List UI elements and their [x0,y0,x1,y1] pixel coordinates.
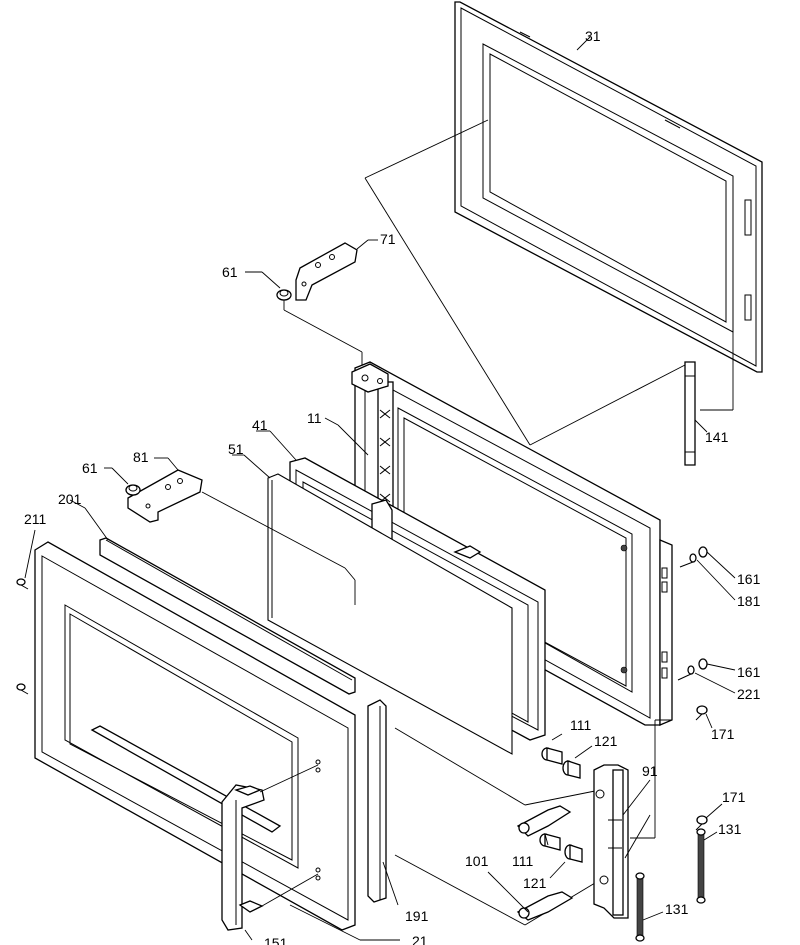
label-61-upper: 61 [222,264,238,280]
label-191: 191 [405,908,429,924]
label-211: 211 [24,511,47,527]
part-161-181-screws-top [679,546,736,601]
label-121-lower: 121 [523,875,547,891]
label-91: 91 [642,763,658,779]
part-171-screws [695,705,723,831]
label-221: 221 [737,686,761,702]
part-61-nut-upper [245,271,363,368]
part-81-hinge-bracket [127,457,203,523]
label-131-lower: 131 [665,901,689,917]
label-181: 181 [737,593,761,609]
part-131-springs [635,828,718,942]
label-171-lower: 171 [722,789,746,805]
leader-lines-front [201,491,672,926]
part-71-hinge-bracket [295,239,378,301]
label-31: 31 [585,28,601,44]
label-71: 71 [380,231,396,247]
part-191-side-strip [367,699,399,906]
part-51-glass-pane [232,454,513,755]
part-121-springs [549,745,593,879]
label-51: 51 [228,441,244,457]
part-211-screws [16,529,36,695]
part-91-latch-assembly [593,764,651,919]
label-41: 41 [252,417,268,433]
label-81: 81 [133,449,149,465]
label-61-lower: 61 [82,460,98,476]
label-201: 201 [58,491,82,507]
label-111-lower: 111 [512,853,533,869]
label-141: 141 [705,429,729,445]
label-11: 11 [307,410,322,426]
callout-labels: 31 71 61 11 41 51 81 61 201 211 141 161 … [24,28,761,945]
label-111-upper: 111 [570,717,591,733]
label-171-upper: 171 [711,726,735,742]
label-161-lower: 161 [737,664,761,680]
label-21: 21 [412,933,428,945]
label-161-upper: 161 [737,571,761,587]
label-101: 101 [465,853,489,869]
leader-lines-rear [364,119,734,446]
part-61-nut-lower [104,467,141,496]
part-161-221-screws-bottom [677,658,736,694]
label-121-upper: 121 [594,733,618,749]
part-201-top-strip [69,499,356,695]
part-111-pins [539,733,563,851]
label-151: 151 [264,935,288,945]
part-31-rear-panel [454,1,763,373]
part-101-latch-hooks [487,805,574,921]
label-131-upper: 131 [718,821,742,837]
part-151-handle [221,764,319,941]
part-141-strip [684,361,708,466]
